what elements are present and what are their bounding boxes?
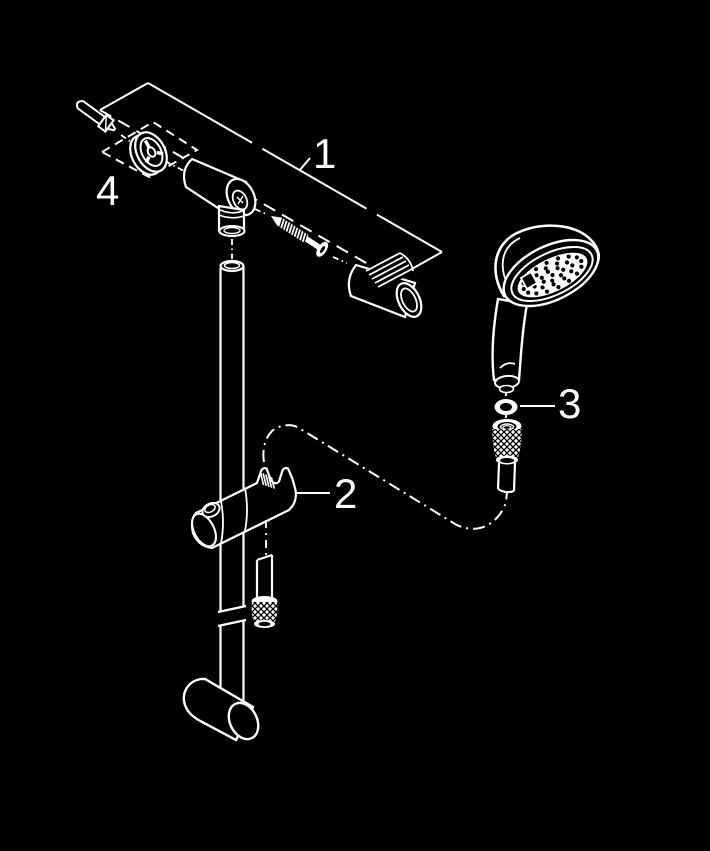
cover-grip-ridges	[365, 252, 414, 290]
hose-stub	[496, 462, 517, 494]
wall-plug	[75, 100, 117, 133]
rail-foot	[182, 677, 260, 742]
filter-washer	[494, 399, 518, 415]
glide-element-slider	[190, 466, 297, 550]
holder-fork-hatching	[259, 471, 276, 489]
wall-bracket	[182, 157, 257, 238]
hose-end-connector	[251, 553, 278, 628]
screw-thread-hatching	[279, 218, 308, 243]
bracket-cover-sleeve	[347, 252, 423, 319]
shower-rail	[217, 259, 247, 706]
callout-3-label: 3	[558, 380, 581, 427]
callout-4-label: 4	[96, 167, 119, 214]
callout-1-label: 1	[313, 130, 336, 177]
fixing-screw	[271, 216, 329, 257]
callout-1-leader	[298, 157, 311, 172]
callouts: 1 2 3 4	[96, 130, 581, 517]
group-4-boundary-box	[99, 120, 199, 179]
hand-shower	[491, 224, 601, 394]
assembly-axis-lines	[120, 134, 348, 264]
shower-hose-routing-line	[262, 424, 508, 530]
spray-mode-button	[519, 270, 539, 291]
callout-2-label: 2	[334, 470, 357, 517]
hose-nut	[492, 419, 522, 494]
escutcheon-flange	[129, 131, 168, 176]
